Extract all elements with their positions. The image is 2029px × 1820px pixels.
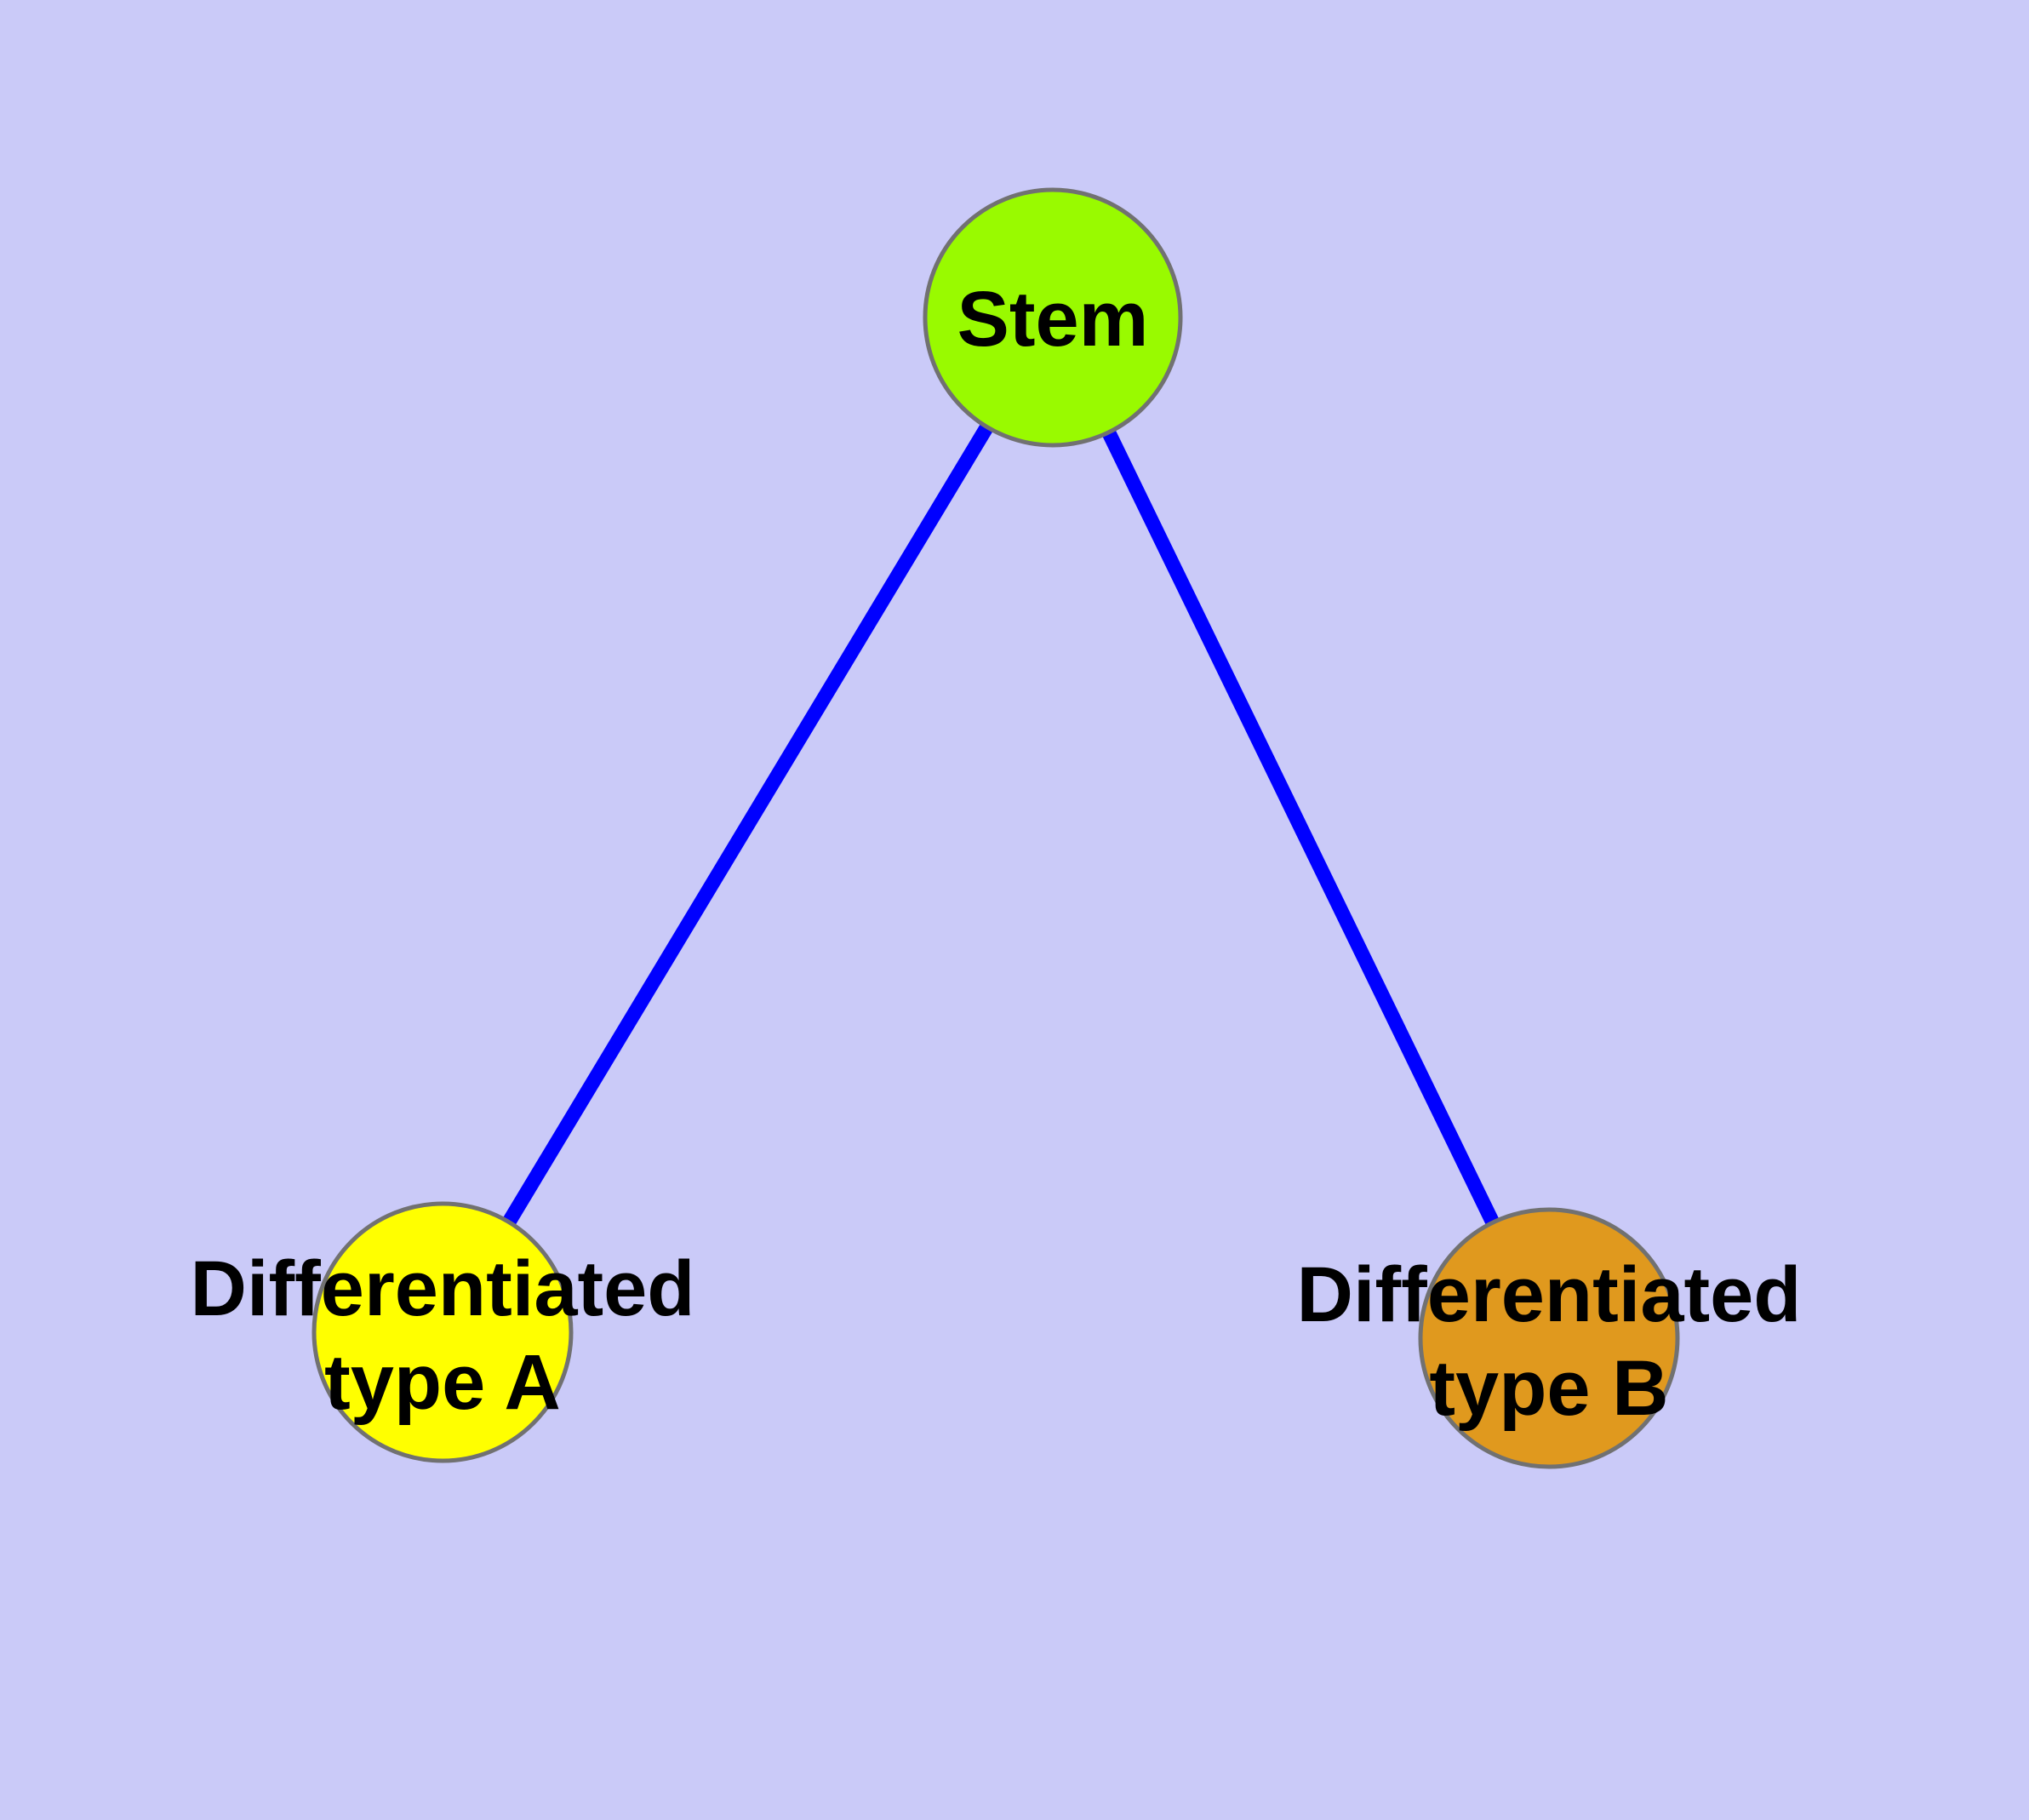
edge-stem-to-type-a [436, 313, 1060, 1336]
node-type-a-label-line1: Differentiated [191, 1245, 695, 1332]
node-type-b-label-line1: Differentiated [1297, 1251, 1802, 1338]
edge-stem-to-type-b [1046, 314, 1556, 1342]
node-type-b-label-line2: type B [1429, 1345, 1668, 1432]
node-differentiated-type-a [311, 1201, 574, 1463]
node-stem [923, 187, 1183, 448]
node-stem-label: Stem [957, 276, 1149, 363]
node-differentiated-type-b [1418, 1207, 1680, 1469]
node-type-a-label-line2: type A [324, 1339, 561, 1426]
